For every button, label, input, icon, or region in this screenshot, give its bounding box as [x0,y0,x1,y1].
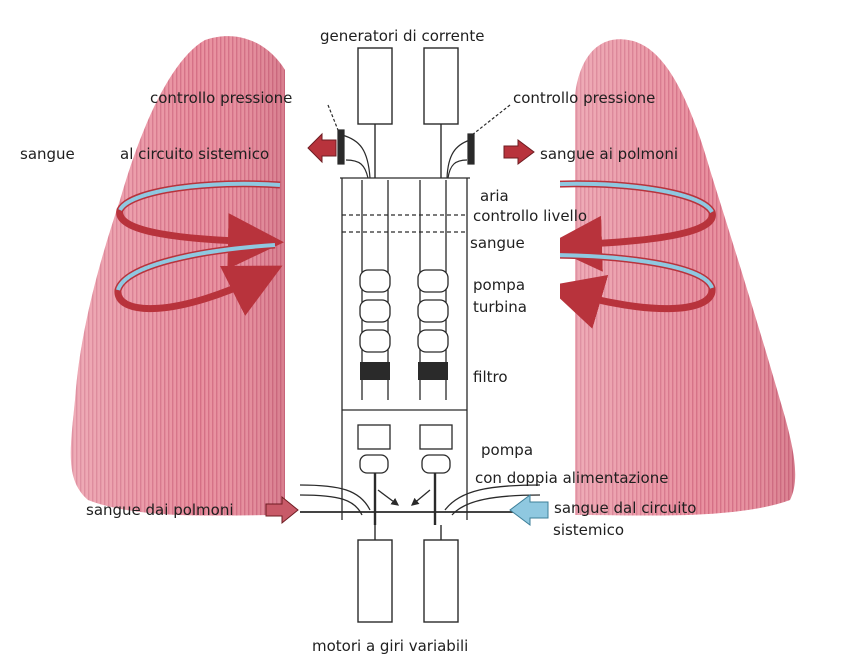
label-motors: motori a giri variabili [312,637,468,655]
label-dual-feed: con doppia alimentazione [475,469,668,487]
label-level-control: controllo livello [473,207,587,225]
label-generators: generatori di corrente [320,27,484,45]
label-air: aria [480,187,509,205]
label-blood-word: sangue [20,145,75,163]
label-blood-from-systemic-2: sistemico [553,521,624,539]
right-lung [575,39,795,515]
label-pump-2: pompa [481,441,533,459]
label-blood-to-lungs: sangue ai polmoni [540,145,678,163]
label-blood-from-systemic-1: sangue dal circuito [554,499,696,517]
label-pump: pompa [473,276,525,294]
label-pressure-control-left: controllo pressione [150,89,292,107]
label-blood-from-lungs: sangue dai polmoni [86,501,234,519]
label-pressure-control-right: controllo pressione [513,89,655,107]
label-blood: sangue [470,234,525,252]
label-filter: filtro [473,368,508,386]
label-turbine: turbina [473,298,527,316]
label-to-systemic: al circuito sistemico [120,145,269,163]
left-lung [71,36,285,515]
